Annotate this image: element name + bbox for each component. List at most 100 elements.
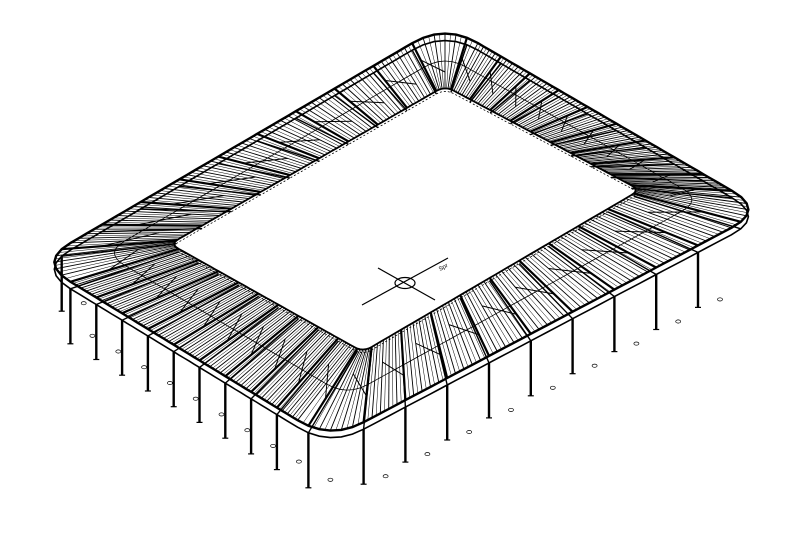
footing-marker — [167, 381, 173, 385]
truss-brace — [297, 351, 308, 384]
truss-chord — [199, 307, 279, 368]
footing-marker — [675, 319, 682, 324]
truss-brace — [652, 173, 672, 183]
footing-marker — [424, 452, 431, 457]
truss-brace — [548, 268, 592, 274]
truss-brace — [352, 373, 367, 397]
truss-brace — [243, 157, 288, 164]
truss-brace — [172, 195, 224, 205]
truss-brace — [314, 120, 353, 123]
truss-chord — [450, 44, 468, 93]
roof-edge-rings — [53, 32, 750, 439]
truss-brace — [481, 305, 517, 315]
footing-marker — [244, 428, 251, 433]
footing-marker — [89, 333, 96, 338]
truss-chord — [96, 262, 199, 306]
truss-brace — [179, 288, 199, 314]
truss-chord — [400, 332, 407, 408]
truss-brace — [489, 71, 494, 95]
truss-brace — [226, 313, 243, 342]
truss-chord — [121, 273, 219, 321]
truss-brace — [274, 338, 286, 370]
inner-catwalk-ring — [173, 90, 637, 353]
footing-marker — [591, 363, 598, 368]
footing-marker — [141, 365, 147, 370]
truss-chord — [140, 208, 232, 213]
pitch-center-marker: Spr — [361, 257, 449, 306]
footing-marker — [270, 443, 276, 448]
truss-chord — [101, 227, 203, 233]
truss-chord — [179, 185, 261, 196]
footing-marker — [296, 459, 302, 464]
truss-brace — [349, 100, 385, 104]
truss-brace — [669, 188, 697, 197]
truss-chord — [70, 251, 179, 290]
truss-chord — [430, 315, 448, 386]
truss-chord — [548, 245, 615, 298]
truss-brace — [560, 115, 569, 132]
truss-brace — [606, 144, 620, 158]
truss-chord — [633, 195, 742, 230]
drawing-annotation: Spr — [438, 263, 449, 273]
truss-brace — [325, 363, 330, 399]
footing-marker — [382, 474, 389, 479]
truss-chord — [489, 79, 531, 114]
truss-chord — [411, 49, 437, 95]
truss-chord — [459, 297, 490, 364]
truss-brace — [583, 129, 594, 145]
truss-chord — [610, 176, 704, 182]
truss-brace — [415, 342, 442, 356]
truss-chord — [469, 63, 502, 103]
footing-marker — [633, 341, 640, 346]
truss-brace — [207, 176, 256, 185]
outer-lower-ring — [53, 39, 750, 439]
footing-marker — [192, 396, 199, 401]
truss-brace — [614, 230, 667, 234]
truss-chord — [250, 329, 319, 400]
truss-brace — [629, 159, 646, 170]
truss-chord — [61, 243, 177, 257]
truss-chord — [590, 163, 675, 168]
truss-chord — [489, 280, 532, 342]
truss-brace — [101, 232, 160, 247]
truss-chord — [372, 72, 408, 112]
middle-purlin — [113, 60, 693, 391]
truss-brace — [515, 286, 554, 295]
truss-chord — [334, 95, 379, 129]
truss-chord — [147, 284, 239, 337]
footing-marker — [218, 412, 225, 417]
footing-marker — [466, 430, 473, 434]
truss-brace — [460, 55, 471, 82]
truss-brace — [420, 59, 446, 73]
truss-chord — [276, 340, 339, 416]
truss-chord — [362, 349, 373, 430]
truss-chord — [224, 318, 299, 384]
truss-chord — [518, 263, 574, 320]
outer-ring — [53, 32, 750, 432]
footing-marker — [508, 407, 514, 412]
truss-chord — [295, 117, 349, 146]
truss-chord — [550, 130, 617, 146]
truss-brace — [581, 249, 629, 254]
truss-brace — [131, 263, 156, 285]
truss-brace — [136, 213, 192, 226]
truss-chord — [530, 113, 588, 136]
inner-ring — [173, 87, 637, 351]
truss-brace — [385, 80, 417, 85]
truss-brace — [382, 361, 405, 376]
footing-marker — [549, 385, 556, 390]
truss-chord — [256, 140, 320, 162]
truss-chord — [218, 162, 291, 179]
truss-brace — [250, 326, 264, 356]
support-columns — [58, 252, 723, 489]
footing-marker — [327, 477, 334, 482]
footing-marker — [717, 297, 723, 302]
truss-chord — [307, 351, 358, 434]
truss-brace — [538, 100, 543, 120]
truss-brace — [202, 301, 221, 328]
truss-brace — [108, 248, 139, 271]
truss-chord — [173, 295, 259, 353]
truss-brace — [155, 275, 177, 299]
